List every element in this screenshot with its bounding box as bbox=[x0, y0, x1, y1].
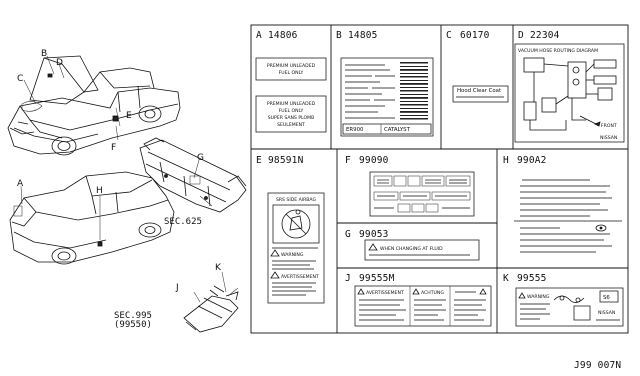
warning-triangle-icon bbox=[368, 243, 378, 251]
callout-k: K bbox=[215, 263, 222, 273]
callout-a: A bbox=[17, 179, 24, 189]
panel-b-letter: B bbox=[336, 30, 342, 41]
jack-illustration bbox=[183, 271, 239, 333]
panel-b-footer-left: ER900 bbox=[346, 127, 364, 133]
callout-d: D bbox=[56, 58, 63, 68]
callout-c: C bbox=[17, 74, 23, 84]
sec-995-ref: SEC.995 bbox=[114, 311, 152, 321]
panel-h: H 990A2 bbox=[503, 155, 622, 253]
panel-d-front: FRONT bbox=[601, 123, 617, 129]
panel-e-avertissement: AVERTISSEMENT bbox=[281, 274, 319, 280]
panel-d-title: VACUUM HOSE ROUTING DIAGRAM bbox=[518, 48, 598, 54]
panel-a-part-number: 14806 bbox=[268, 30, 298, 41]
panel-d: D 22304 VACUUM HOSE ROUTING DIAGRAM F bbox=[514, 30, 625, 143]
panel-j-avertissement: AVERTISSEMENT bbox=[366, 290, 404, 296]
panel-a: A 14806 PREMIUM UNLEADED FUEL ONLY PREMI… bbox=[255, 30, 327, 133]
callout-g: G bbox=[197, 153, 204, 163]
vacuum-hose-diagram bbox=[523, 57, 617, 131]
panel-a-label-2 bbox=[255, 95, 327, 133]
panel-g: G 99053 WHEN CHANGING AT FLUID bbox=[345, 229, 480, 261]
panel-j-letter: J bbox=[345, 273, 351, 284]
panel-b: B 14805 ER900 CATALYST bbox=[336, 30, 434, 137]
panel-a-label-1-line-1: PREMIUM UNLEADED bbox=[267, 63, 316, 69]
panel-a-label-2-line-3: SUPER SANS PLOMB bbox=[268, 115, 314, 121]
panel-d-brand: NISSAN bbox=[600, 135, 617, 141]
panel-k-warning: WARNING bbox=[527, 294, 550, 300]
panel-f-part-number: 99090 bbox=[359, 155, 389, 166]
sec-995-part: (99550) bbox=[114, 320, 152, 330]
diagram-code: J99 007N bbox=[574, 360, 621, 371]
panel-j-jack-label bbox=[354, 285, 492, 327]
panel-e-part-number: 98591N bbox=[268, 155, 304, 166]
panel-j: J 99555M AVERTISSEMENT ACHTUNG bbox=[345, 273, 492, 327]
panel-k: K 99555 WARNING S6 NISSAN bbox=[503, 273, 624, 327]
panel-j-achtung: ACHTUNG bbox=[421, 290, 444, 296]
panel-k-code: S6 bbox=[603, 295, 610, 301]
panel-j-part-number: 99555M bbox=[359, 273, 395, 284]
panel-c-sign: Hood Clear Coat bbox=[457, 88, 501, 94]
panel-d-letter: D bbox=[518, 30, 524, 41]
panel-c-hood-label bbox=[452, 85, 509, 103]
panel-k-letter: K bbox=[503, 273, 509, 284]
panel-a-label-1-line-2: FUEL ONLY bbox=[279, 70, 304, 76]
panel-f: F 99090 bbox=[345, 155, 475, 217]
panel-g-letter: G bbox=[345, 229, 351, 240]
panel-h-part-number: 990A2 bbox=[517, 155, 547, 166]
callout-f: F bbox=[111, 143, 116, 153]
label-grid bbox=[250, 24, 629, 334]
panel-e-warning: WARNING bbox=[281, 252, 304, 258]
panel-f-letter: F bbox=[345, 155, 351, 166]
callout-j: J bbox=[175, 283, 179, 293]
sec-625-ref: SEC.625 bbox=[164, 217, 202, 227]
child-seat-prohibited-icon bbox=[281, 209, 311, 239]
panel-a-label-2-line-4: SEULEMENT bbox=[277, 122, 305, 128]
panel-d-part-number: 22304 bbox=[530, 30, 560, 41]
panel-e-letter: E bbox=[256, 155, 262, 166]
panel-a-letter: A bbox=[256, 30, 262, 41]
jack-point-icon bbox=[553, 295, 585, 303]
panel-b-footer-right: CATALYST bbox=[384, 127, 411, 133]
panel-g-warning: WHEN CHANGING AT FLUID bbox=[380, 246, 443, 252]
sedan-illustration bbox=[9, 171, 175, 265]
panel-h-letter: H bbox=[503, 155, 509, 166]
panel-h-symbol bbox=[595, 224, 607, 232]
panel-c: C 60170 Hood Clear Coat bbox=[446, 30, 509, 103]
panel-a-label-2-line-1: PREMIUM UNLEADED bbox=[267, 101, 316, 107]
panel-g-part-number: 99053 bbox=[359, 229, 389, 240]
callout-b: B bbox=[41, 49, 47, 59]
panel-k-part-number: 99555 bbox=[517, 273, 547, 284]
panel-a-label-1 bbox=[255, 57, 327, 81]
panel-b-barcode bbox=[400, 62, 428, 120]
radiator-core-support-illustration bbox=[139, 137, 247, 213]
panel-e: E 98591N SRS SIDE AIRBAG WARNING AVERTIS… bbox=[256, 155, 325, 304]
callout-e: E bbox=[126, 111, 132, 121]
car-hood-open-illustration bbox=[7, 55, 181, 156]
panel-b-part-number: 14805 bbox=[348, 30, 378, 41]
panel-c-part-number: 60170 bbox=[460, 30, 490, 41]
panel-c-letter: C bbox=[446, 30, 452, 41]
callout-h: H bbox=[96, 186, 103, 196]
panel-k-brand: NISSAN bbox=[598, 310, 615, 316]
panel-a-label-2-line-2: FUEL ONLY bbox=[279, 108, 304, 114]
panel-e-heading: SRS SIDE AIRBAG bbox=[276, 197, 317, 203]
